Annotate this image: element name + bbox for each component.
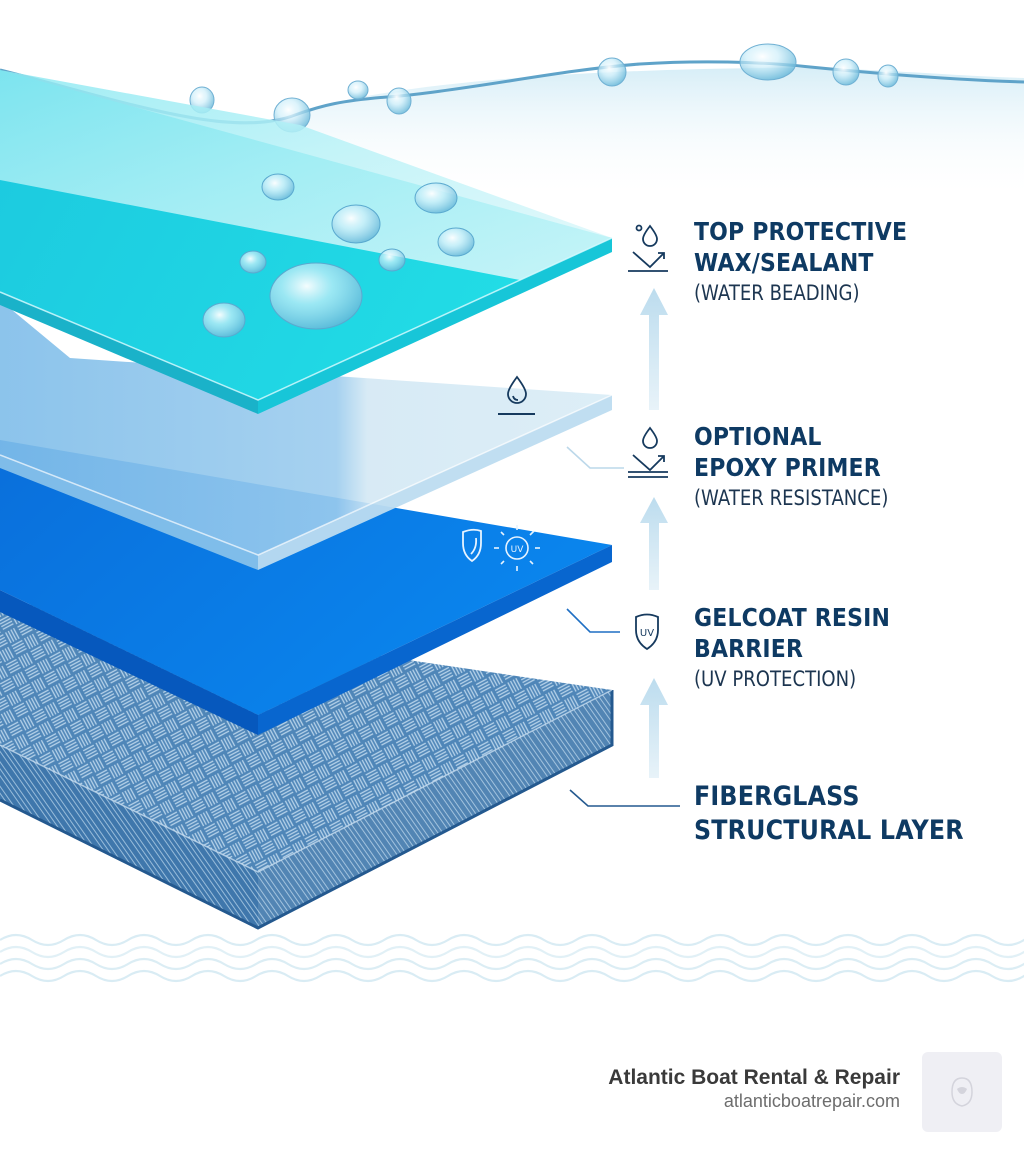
uv-sun-icon: UV [494, 525, 540, 571]
fiberglass-connector [569, 789, 680, 807]
uv-sun-text: UV [511, 545, 525, 555]
upward-arrows [640, 288, 668, 778]
website-link[interactable]: atlanticboatrepair.com [723, 1091, 900, 1111]
uv-shield-icon: UV [635, 613, 659, 651]
label-title-line1: FIBERGLASS [694, 781, 860, 812]
wave-lines-decoration [0, 933, 1024, 983]
arrow-up-icon [640, 288, 668, 410]
label-subtitle: (WATER RESISTANCE) [694, 486, 889, 510]
water-beading-icon [628, 224, 668, 272]
uv-shield-text: UV [640, 628, 654, 639]
label-gelcoat-resin: GELCOAT RESIN BARRIER (UV PROTECTION) [694, 602, 917, 694]
primer-connector [566, 446, 624, 469]
connector-lines [566, 446, 680, 807]
water-resistance-icon [628, 426, 668, 478]
shield-icon [462, 528, 482, 563]
label-title-line1: TOP PROTECTIVE [694, 217, 908, 246]
water-beads [202, 173, 475, 338]
branding: Atlantic Boat Rental & Repair atlanticbo… [608, 1066, 900, 1112]
label-wax-sealant: TOP PROTECTIVE WAX/SEALANT (WATER BEADIN… [694, 216, 936, 308]
label-title-line2: BARRIER [694, 634, 804, 663]
label-title-line1: OPTIONAL [694, 422, 822, 451]
label-title-line2: EPOXY PRIMER [694, 453, 881, 482]
label-title-line1: GELCOAT RESIN [694, 603, 891, 632]
company-name: Atlantic Boat Rental & Repair [608, 1066, 900, 1089]
label-fiberglass: FIBERGLASS STRUCTURAL LAYER [694, 780, 1001, 848]
arrow-up-icon [640, 678, 668, 778]
logo-glyph-icon [951, 1077, 973, 1107]
label-title-line2: STRUCTURAL LAYER [694, 815, 964, 846]
label-epoxy-primer: OPTIONAL EPOXY PRIMER (WATER RESISTANCE) [694, 421, 920, 513]
gelcoat-connector [566, 608, 620, 633]
arrow-up-icon [640, 497, 668, 590]
wax-sealant-layer [0, 70, 613, 414]
water-drop-icon [498, 375, 535, 415]
label-subtitle: (UV PROTECTION) [694, 667, 857, 691]
logo-icon [922, 1052, 1002, 1132]
label-subtitle: (WATER BEADING) [694, 281, 860, 305]
label-title-line2: WAX/SEALANT [694, 248, 874, 277]
